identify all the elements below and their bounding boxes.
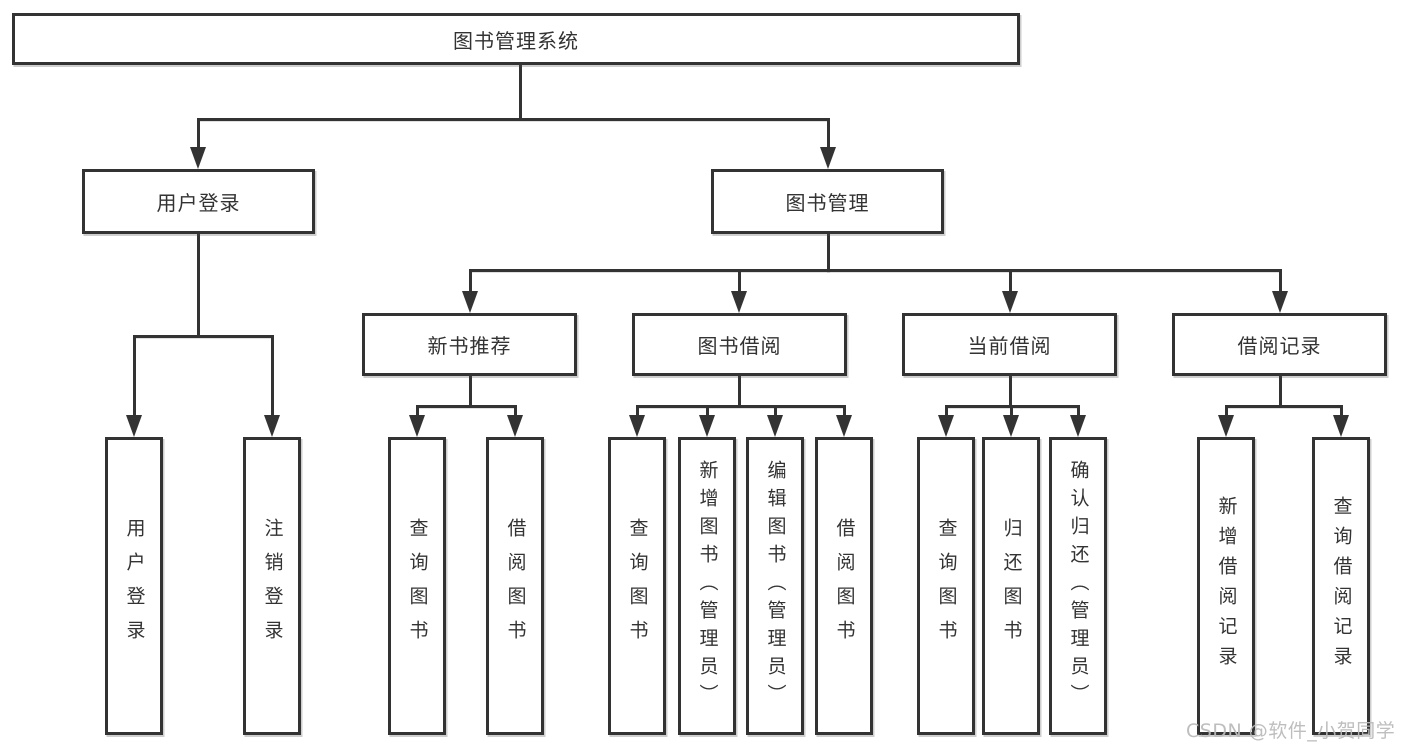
leaf-borrow-books-2: 借阅图书 xyxy=(815,437,873,735)
connector-line xyxy=(737,376,741,406)
connector-line xyxy=(635,406,639,416)
leaf-edit-book-admin: 编辑图书（管理员） xyxy=(746,437,804,735)
connector-line xyxy=(826,234,830,272)
arrow-down-icon xyxy=(1333,415,1349,437)
connector-line xyxy=(826,119,830,149)
connector-line xyxy=(1009,406,1013,416)
node-book-borrow-label: 图书借阅 xyxy=(697,334,782,358)
leaf-confirm-return-admin-label: 确认归还（管理员） xyxy=(1067,460,1090,712)
connector-line xyxy=(468,268,1282,272)
arrow-down-icon xyxy=(1002,291,1018,313)
leaf-confirm-return-admin: 确认归还（管理员） xyxy=(1049,437,1107,735)
connector-line xyxy=(1278,270,1282,291)
leaf-logout: 注销登录 xyxy=(243,437,301,735)
connector-line xyxy=(513,406,517,416)
connector-line xyxy=(1278,376,1282,406)
connector-line xyxy=(270,336,274,416)
leaf-query-borrow-record: 查询借阅记录 xyxy=(1312,437,1370,735)
connector-line xyxy=(944,406,948,416)
arrow-down-icon xyxy=(767,415,783,437)
arrow-down-icon xyxy=(1070,415,1086,437)
node-new-book-recommend: 新书推荐 xyxy=(362,313,577,376)
connector-line xyxy=(196,234,200,336)
connector-line xyxy=(415,406,419,416)
arrow-down-icon xyxy=(1003,415,1019,437)
connector-line xyxy=(1076,406,1080,416)
connector-line xyxy=(468,376,472,406)
leaf-query-books-1-label: 查询图书 xyxy=(406,518,429,654)
leaf-add-book-admin: 新增图书（管理员） xyxy=(678,437,736,735)
connector-line xyxy=(737,270,741,291)
leaf-user-login: 用户登录 xyxy=(105,437,163,735)
leaf-return-book: 归还图书 xyxy=(982,437,1040,735)
node-user-login-label: 用户登录 xyxy=(156,191,241,215)
connector-line xyxy=(705,406,709,416)
arrow-down-icon xyxy=(507,415,523,437)
node-root: 图书管理系统 xyxy=(12,13,1020,65)
arrow-down-icon xyxy=(820,147,836,169)
connector-line xyxy=(1224,404,1343,408)
node-root-label: 图书管理系统 xyxy=(453,28,579,53)
connector-line xyxy=(132,336,136,416)
leaf-query-books-2-label: 查询图书 xyxy=(626,518,649,654)
leaf-query-books-2: 查询图书 xyxy=(608,437,666,735)
node-current-borrow: 当前借阅 xyxy=(902,313,1117,376)
leaf-borrow-books-1-label: 借阅图书 xyxy=(504,518,527,654)
arrow-down-icon xyxy=(126,415,142,437)
arrow-down-icon xyxy=(699,415,715,437)
leaf-return-book-label: 归还图书 xyxy=(1000,518,1023,654)
connector-line xyxy=(1008,270,1012,291)
leaf-query-books-1: 查询图书 xyxy=(388,437,446,735)
arrow-down-icon xyxy=(836,415,852,437)
arrow-down-icon xyxy=(264,415,280,437)
arrow-down-icon xyxy=(731,291,747,313)
leaf-borrow-books-2-label: 借阅图书 xyxy=(833,518,856,654)
node-borrow-records-label: 借阅记录 xyxy=(1237,334,1322,358)
connector-line xyxy=(415,404,517,408)
arrow-down-icon xyxy=(938,415,954,437)
connector-line xyxy=(196,117,830,121)
node-book-borrow: 图书借阅 xyxy=(632,313,847,376)
connector-line xyxy=(196,119,200,149)
node-borrow-records: 借阅记录 xyxy=(1172,313,1387,376)
leaf-add-borrow-record-label: 新增借阅记录 xyxy=(1215,496,1238,676)
leaf-add-book-admin-label: 新增图书（管理员） xyxy=(696,460,719,712)
node-user-login: 用户登录 xyxy=(82,169,315,234)
leaf-add-borrow-record: 新增借阅记录 xyxy=(1197,437,1255,735)
connector-line xyxy=(1008,376,1012,406)
arrow-down-icon xyxy=(462,291,478,313)
leaf-query-books-3-label: 查询图书 xyxy=(935,518,958,654)
arrow-down-icon xyxy=(409,415,425,437)
connector-line xyxy=(842,406,846,416)
connector-line xyxy=(1224,406,1228,416)
arrow-down-icon xyxy=(1272,291,1288,313)
connector-line xyxy=(635,404,846,408)
arrow-down-icon xyxy=(1218,415,1234,437)
arrow-down-icon xyxy=(629,415,645,437)
connector-line xyxy=(132,334,274,338)
leaf-logout-label: 注销登录 xyxy=(261,518,284,654)
node-book-management: 图书管理 xyxy=(711,169,944,234)
leaf-query-borrow-record-label: 查询借阅记录 xyxy=(1330,496,1353,676)
leaf-user-login-label: 用户登录 xyxy=(123,518,146,654)
connector-line xyxy=(468,270,472,291)
connector-line xyxy=(773,406,777,416)
node-current-borrow-label: 当前借阅 xyxy=(967,334,1052,358)
leaf-query-books-3: 查询图书 xyxy=(917,437,975,735)
connector-line xyxy=(518,65,522,119)
csdn-watermark: CSDN @软件_小贺同学 xyxy=(1186,720,1396,742)
node-new-book-recommend-label: 新书推荐 xyxy=(427,334,512,358)
leaf-edit-book-admin-label: 编辑图书（管理员） xyxy=(764,460,787,712)
leaf-borrow-books-1: 借阅图书 xyxy=(486,437,544,735)
node-book-management-label: 图书管理 xyxy=(785,191,870,215)
connector-line xyxy=(1339,406,1343,416)
arrow-down-icon xyxy=(190,147,206,169)
